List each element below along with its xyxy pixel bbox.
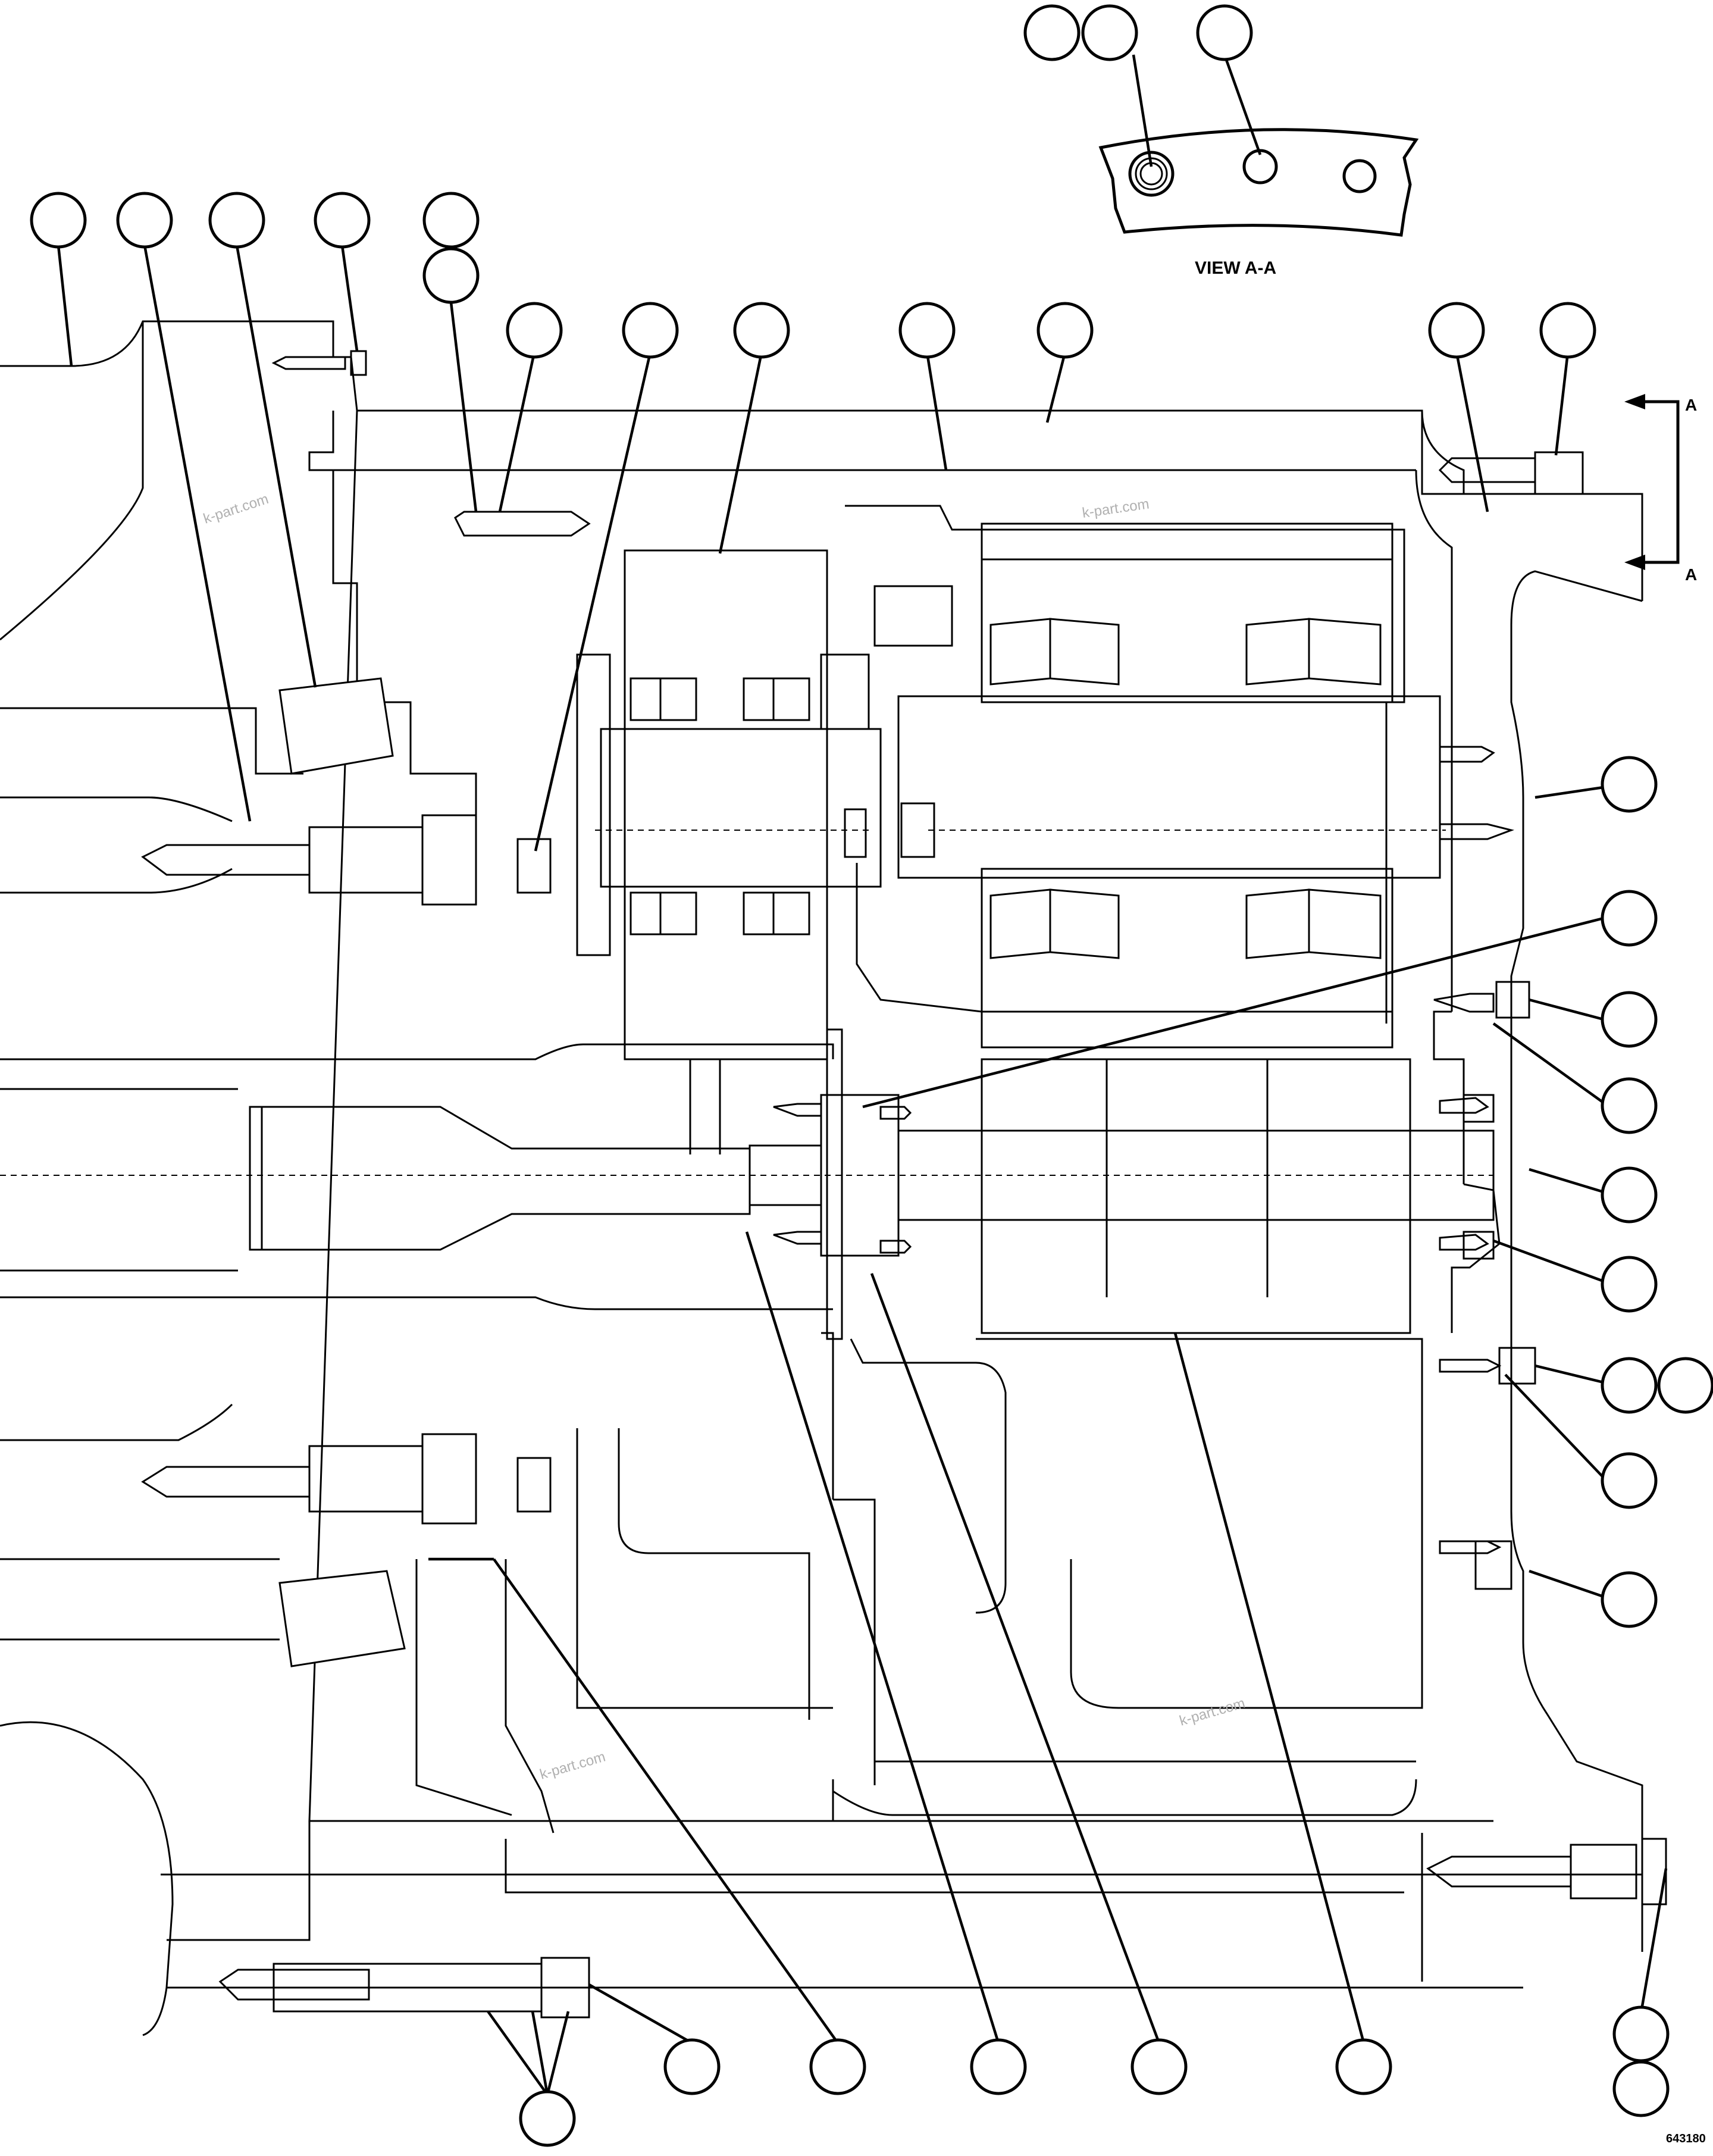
callout-balloon	[506, 302, 563, 359]
callout-balloon	[1612, 2060, 1670, 2117]
callout-balloon	[1196, 4, 1253, 61]
callout-balloon	[519, 2090, 576, 2147]
callout-balloon	[1036, 302, 1094, 359]
callout-balloon	[663, 2038, 721, 2095]
callout-balloon	[422, 192, 480, 249]
callout-balloon	[1601, 991, 1658, 1048]
central-shaft	[0, 1028, 1495, 1340]
section-marker-top: A	[1685, 396, 1697, 414]
planet-carrier-upper	[576, 522, 1446, 1060]
bearings	[278, 618, 1382, 1667]
callout-balloon	[1428, 302, 1485, 359]
watermark-3: k-part.com	[1178, 1695, 1247, 1729]
callout-balloons	[30, 4, 1713, 2147]
callout-balloon	[1539, 302, 1596, 359]
callout-balloon	[809, 2038, 866, 2095]
callout-balloon	[1601, 890, 1658, 947]
callout-balloon	[1601, 1166, 1658, 1223]
callout-balloon	[1601, 1256, 1658, 1313]
view-title: VIEW A-A	[1195, 258, 1276, 278]
callout-balloon	[314, 192, 371, 249]
watermark-4: k-part.com	[538, 1749, 607, 1783]
callout-balloon	[1601, 756, 1658, 813]
callout-balloon	[1601, 1357, 1658, 1414]
callout-balloon	[733, 302, 790, 359]
watermark-1: k-part.com	[202, 491, 271, 527]
callout-balloon	[1612, 2005, 1670, 2063]
callout-balloon	[116, 192, 173, 249]
leader-lines	[57, 54, 1668, 2096]
callout-balloon	[1601, 1571, 1658, 1628]
callout-balloon	[1130, 2038, 1188, 2095]
callout-balloon	[1601, 1077, 1658, 1134]
callout-balloon	[1657, 1357, 1713, 1414]
callout-balloon	[1335, 2038, 1392, 2095]
drawing-number: 643180	[1666, 2132, 1706, 2145]
callout-balloon	[1601, 1452, 1658, 1509]
callout-balloon	[208, 192, 265, 249]
callout-balloon	[422, 247, 480, 304]
callout-balloon	[898, 302, 956, 359]
watermark-2: k-part.com	[1081, 496, 1150, 521]
callout-balloon	[1081, 4, 1138, 61]
section-arrows	[1624, 394, 1680, 570]
callout-balloon	[1023, 4, 1081, 61]
callout-balloon	[622, 302, 679, 359]
callout-balloon	[970, 2038, 1027, 2095]
bolts	[141, 350, 1667, 2019]
callout-balloon	[30, 192, 87, 249]
section-marker-bottom: A	[1685, 565, 1697, 584]
